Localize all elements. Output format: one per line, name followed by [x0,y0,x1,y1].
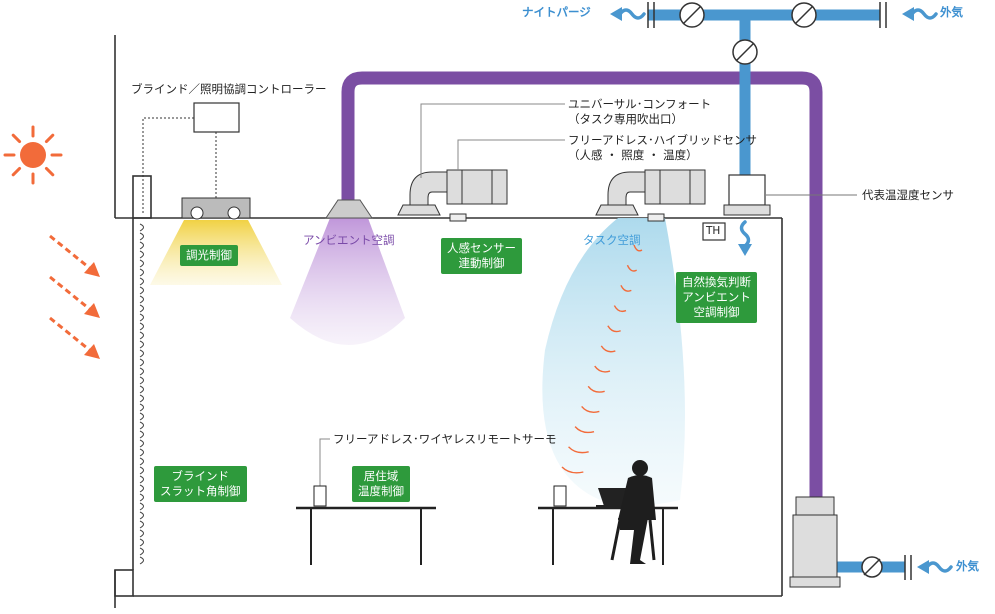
blind-slat [139,511,144,520]
th-label: TH [706,225,721,237]
hybrid-sensor-label: フリーアドレス･ハイブリッドセンサ [568,133,758,147]
dimming-control-badge: 調光制御 [180,245,238,266]
sun-ray [44,133,55,144]
ambient-ac-label: アンビエント空調 [303,233,395,247]
blind-slat [139,295,144,304]
blind-slat [139,349,144,358]
blind-slat [139,520,144,529]
blind-slat [139,223,144,232]
task-diffuser-units [397,169,706,222]
signal-arc [626,264,637,272]
blind-slat [139,376,144,385]
blind-slat [139,529,144,538]
blind-slat [139,484,144,493]
blind-slat [139,493,144,502]
th-sensor-box [702,222,726,241]
sun-ray [11,166,22,177]
blind-slat [139,502,144,511]
natural-ventilation-badge: 自然換気判断アンビエント空調制御 [676,272,757,323]
ambient-diffuser [290,199,405,345]
sun-ray [11,133,22,144]
blind-slat [139,268,144,277]
damper-icon [679,2,883,578]
blind-slat [139,358,144,367]
night-purge-label: ナイトパージ [522,5,591,19]
universal-comfort-sub-label: （タスク専用吹出口） [568,112,683,126]
universal-comfort-label: ユニバーサル･コンフォート [568,97,712,111]
ventilation-box [723,174,771,216]
air-handling-unit [789,496,841,588]
sun-ray [44,166,55,177]
signal-arc [620,285,632,292]
blind-slat [139,439,144,448]
signal-arc [568,446,589,454]
motion-sensor-badge: 人感センサー連動制御 [441,238,522,274]
blind-slat [139,475,144,484]
blind-slat [139,448,144,457]
blind-slat [139,340,144,349]
signal-arc [613,305,627,313]
blind-slat [139,547,144,556]
blind-slat-badge: ブラインドスラット角制御 [154,466,247,502]
blind-slat [139,403,144,412]
wave-arrow-icon [610,7,953,574]
blind-slat [139,538,144,547]
blind-slat [139,556,144,565]
ambient-duct [341,71,823,500]
person-icon [610,460,656,564]
signal-arc [587,385,605,393]
blind-slat [139,457,144,466]
outside-air-bottom-label: 外気 [956,559,979,573]
blind-slat [139,430,144,439]
blind-slat [139,394,144,403]
zone-temp-badge: 居住域温度制御 [352,466,410,502]
blind-slat [139,259,144,268]
outside-air-top-label: 外気 [940,5,963,19]
blind-slat [139,385,144,394]
signal-arc [600,345,616,353]
ceiling-light-fixture [150,197,282,285]
blind-slat [139,322,144,331]
blind-slat [139,313,144,322]
blind-slat [139,331,144,340]
leader-lines [319,103,565,487]
signal-arc [561,466,584,474]
task-air-cone [542,218,685,505]
blind-slat [139,286,144,295]
blind-light-controller-box [142,102,240,215]
blind-slat [139,304,144,313]
sunlight-arrows [49,234,100,359]
blind-slats [139,223,144,565]
signal-arc [607,325,621,333]
blind-slat [139,466,144,475]
signal-arc [594,365,611,373]
blind-slat [139,367,144,376]
signal-arc [574,426,595,434]
blind-light-controller-label: ブラインド／照明協調コントローラー [131,82,327,96]
blind-slat [139,232,144,241]
hybrid-sensor-sub-label: （人感 ・ 照度 ・ 温度） [568,148,698,162]
signal-arc [633,244,643,252]
blind-slat [139,421,144,430]
task-ac-label: タスク空調 [583,233,641,247]
blind-slat [139,412,144,421]
wireless-thermo-label: フリーアドレス･ワイヤレスリモートサーモ [333,432,557,446]
signal-arc [581,405,600,413]
rep-sensor-label: 代表温湿度センサ [862,188,954,202]
blind-slat [139,250,144,259]
sensor-signal-arcs [561,244,643,474]
blind-slat [139,241,144,250]
sun-icon [3,125,63,185]
blind-slat [139,277,144,286]
